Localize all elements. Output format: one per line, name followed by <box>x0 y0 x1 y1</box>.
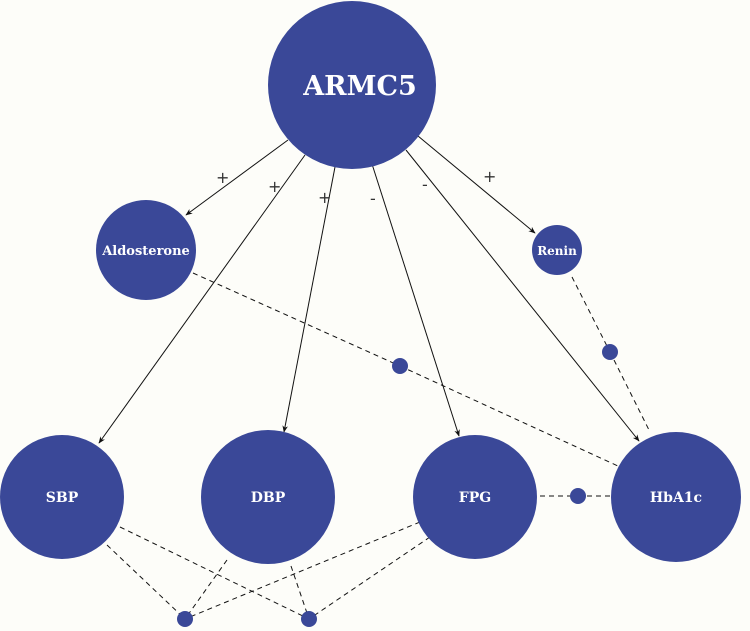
node-label-sbp: SBP <box>46 490 79 506</box>
edge-sign-hba1c: - <box>422 175 428 194</box>
association-dot-renin-hba1c <box>602 344 618 360</box>
node-label-aldosterone: Aldosterone <box>101 244 190 259</box>
assoc-line-aldosterone-hba1c <box>399 365 619 467</box>
edge-sign-renin: + <box>483 167 496 186</box>
edge-sign-sbp: + <box>268 177 281 196</box>
edge-armc5-fpg <box>371 163 460 437</box>
node-aldosterone: Aldosterone <box>96 200 196 300</box>
assoc-line-renin <box>571 276 611 353</box>
edge-sign-dbp: + <box>318 188 331 207</box>
association-dot-fpg-hba1c <box>570 488 586 504</box>
edge-sign-fpg: - <box>370 189 376 208</box>
assoc-line-fpg-left <box>184 521 421 620</box>
association-dot-bottom-right <box>301 611 317 627</box>
association-dot-aldosterone-hba1c <box>392 358 408 374</box>
assoc-line-dbp-right <box>290 565 310 620</box>
edge-armc5-sbp <box>98 154 306 444</box>
node-hba1c: HbA1c <box>611 432 741 562</box>
node-label-hba1c: HbA1c <box>650 490 702 506</box>
assoc-line-sbp-right <box>119 526 310 620</box>
association-dot-bottom-left <box>177 611 193 627</box>
node-label-renin: Renin <box>537 244 577 258</box>
edge-sign-aldosterone: + <box>216 168 229 187</box>
edge-armc5-dbp <box>282 166 336 433</box>
assoc-line-renin-hba1c <box>609 351 651 433</box>
edge-armc5-hba1c <box>405 149 640 442</box>
assoc-line-sbp-left <box>106 544 186 620</box>
assoc-line-fpg-right <box>308 536 431 620</box>
edge-armc5-aldosterone <box>185 139 289 216</box>
assoc-line-dbp-left <box>184 559 228 620</box>
node-label-dbp: DBP <box>251 490 286 506</box>
node-label-fpg: FPG <box>459 490 491 506</box>
assoc-line-aldosterone <box>192 272 401 367</box>
node-label-armc5: ARMC5 <box>302 71 417 102</box>
node-renin: Renin <box>532 225 582 275</box>
node-sbp: SBP <box>0 435 124 559</box>
node-fpg: FPG <box>413 435 537 559</box>
node-dbp: DBP <box>201 430 335 564</box>
edge-armc5-renin <box>417 135 536 234</box>
node-armc5: ARMC5 <box>268 1 436 169</box>
